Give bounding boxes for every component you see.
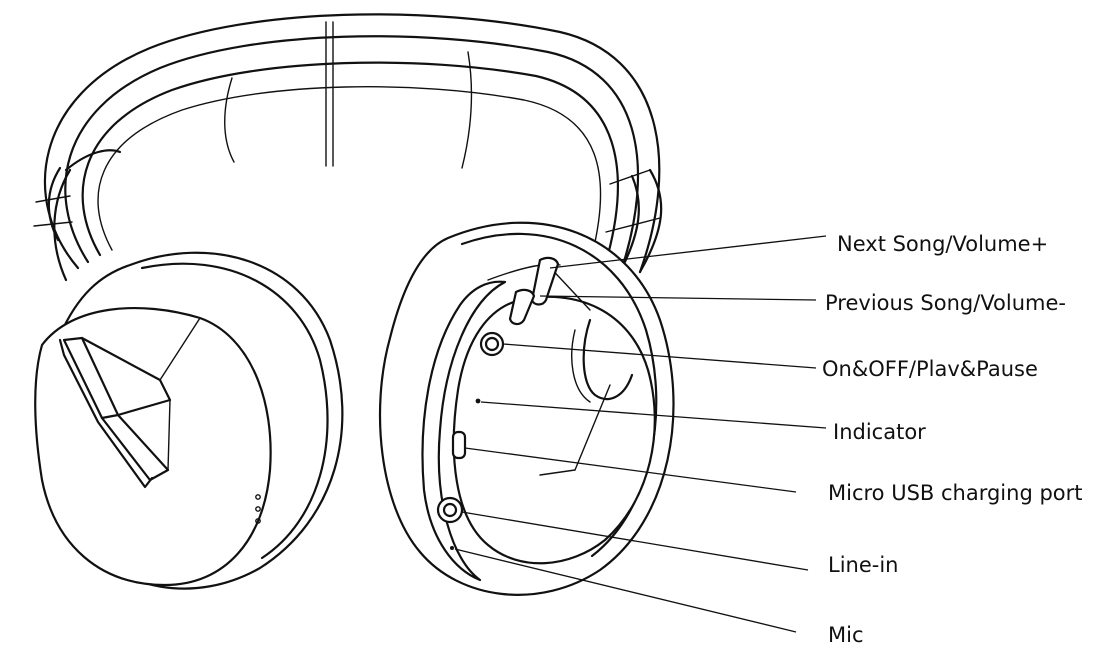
headband bbox=[33, 13, 663, 282]
leader-line-in bbox=[461, 511, 809, 571]
control-line-in-jack[interactable] bbox=[436, 496, 464, 524]
leader-previous-song bbox=[539, 295, 817, 301]
control-power-button[interactable] bbox=[479, 331, 505, 357]
left-ear-cup bbox=[34, 251, 344, 590]
label-line-in: Line-in bbox=[828, 553, 899, 577]
control-indicator-led bbox=[475, 398, 481, 404]
label-previous-song: Previous Song/Volume- bbox=[825, 291, 1066, 315]
right-ear-cup bbox=[378, 221, 675, 596]
leader-micro-usb bbox=[464, 447, 797, 493]
label-indicator: Indicator bbox=[833, 420, 926, 444]
leader-next-song bbox=[549, 235, 827, 269]
leader-on-off bbox=[502, 343, 817, 369]
control-volume-up[interactable] bbox=[530, 256, 560, 306]
label-next-song: Next Song/Volume+ bbox=[837, 232, 1048, 256]
label-on-off: On&OFF/Plav&Pause bbox=[822, 357, 1038, 381]
control-volume-down[interactable] bbox=[508, 288, 536, 326]
leader-mic bbox=[454, 548, 797, 633]
control-mic-hole bbox=[450, 546, 454, 550]
label-mic: Mic bbox=[828, 623, 864, 647]
label-micro-usb: Micro USB charging port bbox=[828, 481, 1083, 505]
leader-indicator bbox=[480, 401, 827, 429]
control-micro-usb-port[interactable] bbox=[451, 430, 467, 460]
